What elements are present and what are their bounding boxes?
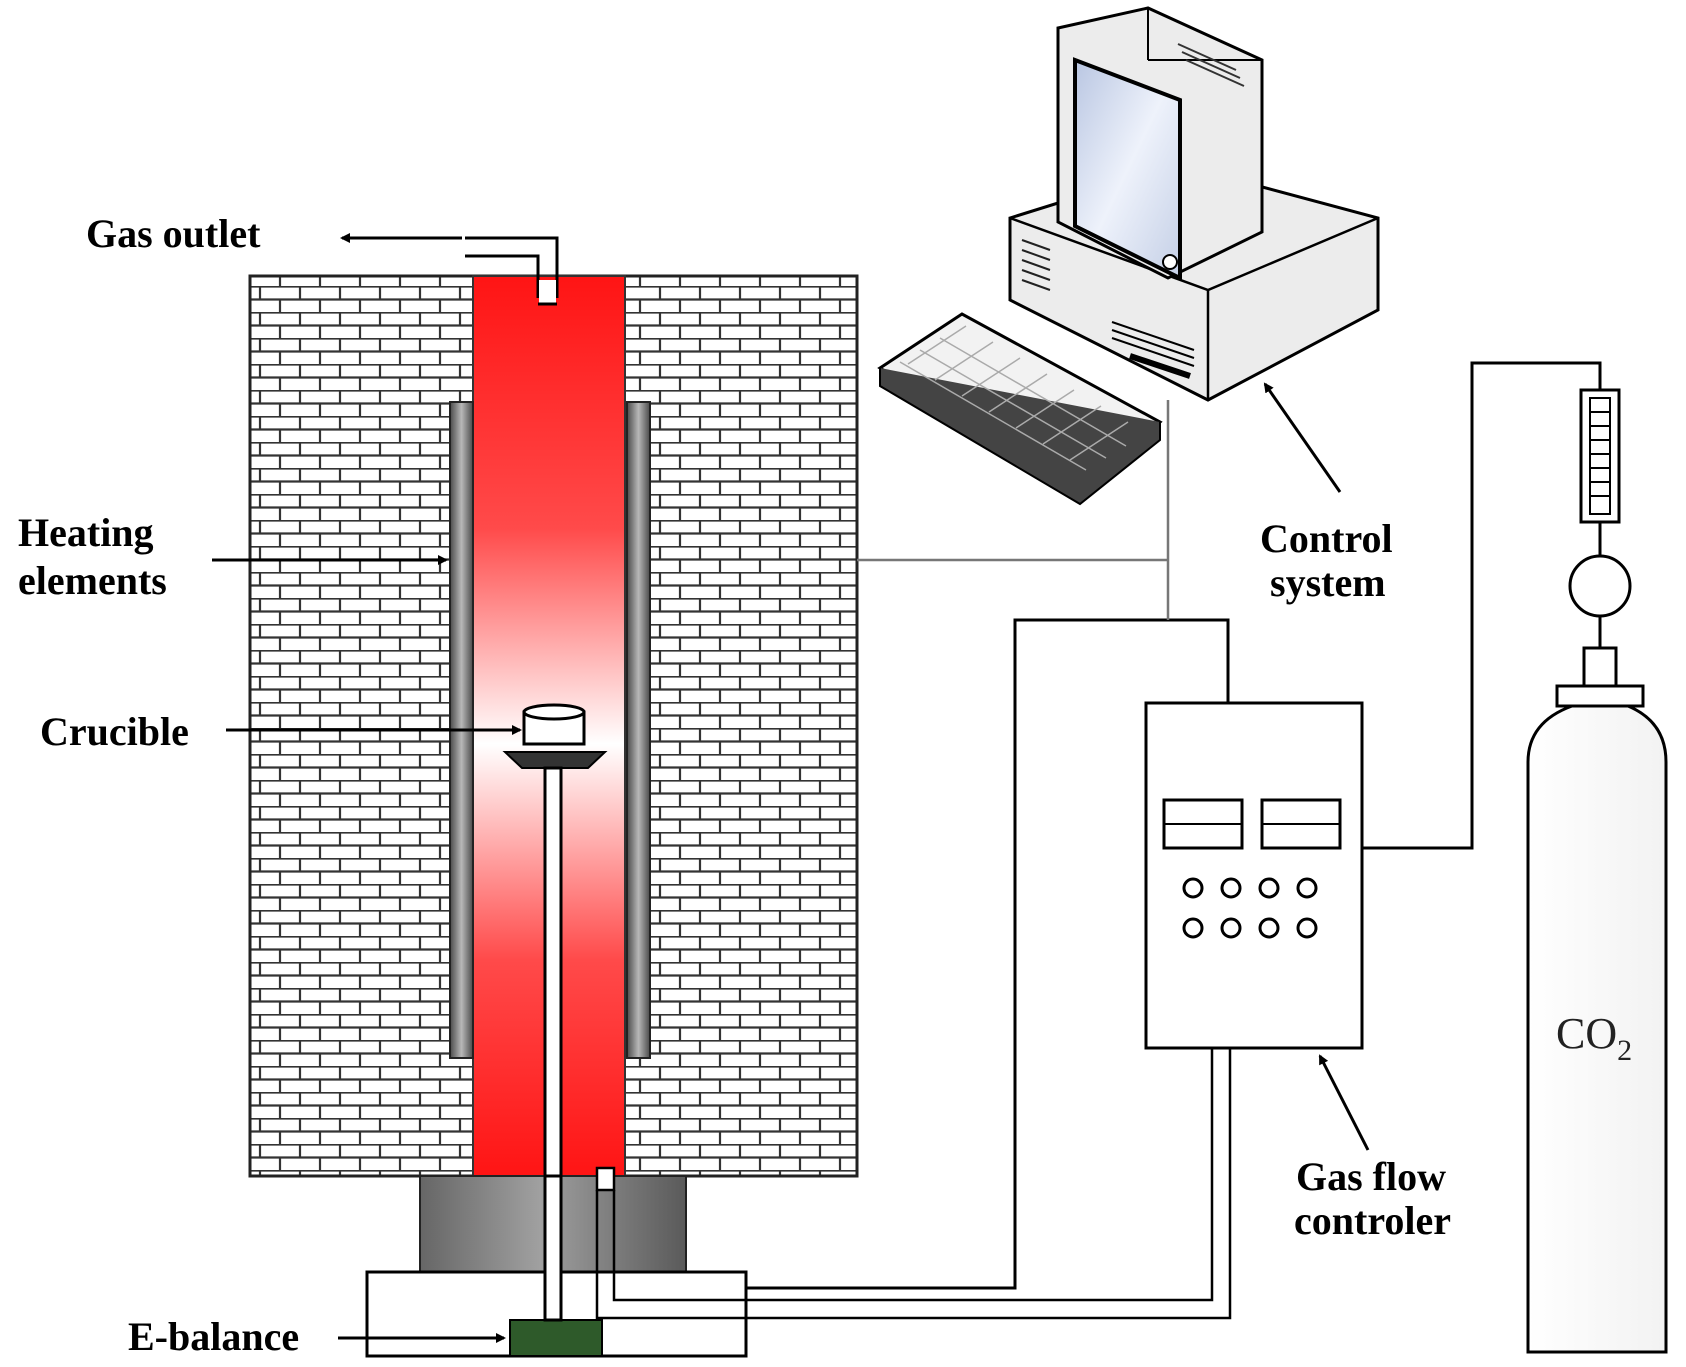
cylinder-body bbox=[1526, 704, 1668, 1354]
control-system-label-line2: system bbox=[1270, 560, 1386, 605]
labels: Gas outlet Heating elements Crucible E-b… bbox=[18, 211, 1451, 1359]
heating-element-right bbox=[626, 401, 651, 1059]
co2-cylinder: CO2 bbox=[1526, 388, 1668, 1354]
crucible-holder bbox=[502, 751, 608, 769]
furnace-support bbox=[365, 1174, 748, 1358]
label-arrows bbox=[212, 555, 522, 1343]
heating-elements-label-line1: Heating bbox=[18, 510, 154, 555]
controller-box bbox=[1144, 701, 1364, 1050]
monitor-screen bbox=[1073, 57, 1182, 282]
controller-signal-line bbox=[746, 618, 1230, 1290]
crucible-label: Crucible bbox=[40, 709, 189, 754]
balance-rod-lower bbox=[543, 1174, 563, 1322]
pressure-gauge bbox=[1568, 554, 1632, 618]
control-system-label-line1: Control bbox=[1260, 516, 1393, 561]
gas-supply-line bbox=[1362, 361, 1602, 850]
gas-flow-controller-label-line1: Gas flow bbox=[1296, 1154, 1446, 1199]
gas-flow-controller-label-line2: controler bbox=[1294, 1198, 1451, 1243]
gas-lines bbox=[595, 361, 1602, 1320]
crucible-lid bbox=[522, 703, 586, 721]
gas-flow-controller-arrow bbox=[1318, 1054, 1370, 1151]
computer bbox=[877, 6, 1380, 506]
gas-inlet-stub bbox=[595, 1166, 616, 1192]
cylinder-valve bbox=[1582, 646, 1618, 688]
heating-elements-label-line2: elements bbox=[18, 558, 167, 603]
balance-sensor bbox=[509, 1319, 603, 1357]
e-balance-label: E-balance bbox=[128, 1314, 299, 1359]
gas-outlet-label: Gas outlet bbox=[86, 211, 261, 256]
gas-outlet-pipe bbox=[340, 233, 559, 306]
co2-label: CO2 bbox=[1556, 1009, 1632, 1067]
controller-knobs bbox=[1182, 877, 1318, 939]
cylinder-collar bbox=[1555, 684, 1645, 708]
gas-flow-controller bbox=[1144, 701, 1370, 1151]
control-system-arrow bbox=[1263, 382, 1342, 493]
